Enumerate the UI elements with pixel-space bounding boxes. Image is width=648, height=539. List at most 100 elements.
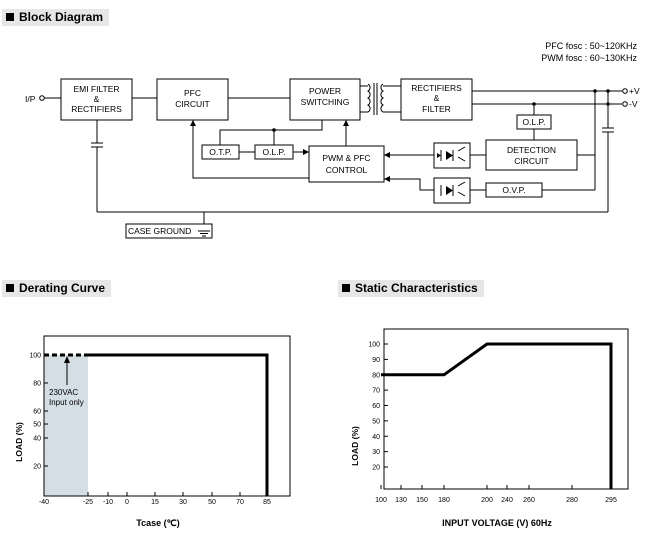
y-tick-label: 20 [372, 465, 380, 472]
x-tick-label: -10 [103, 499, 113, 506]
x-tick-label: -40 [39, 499, 49, 506]
wire-control-pfc [192, 120, 309, 179]
block-diagram: PFC fosc : 50~120KHz PWM fosc : 60~130KH… [25, 41, 640, 239]
pwm-pfc-label: PWM & PFC [322, 153, 370, 163]
output-positive-terminal [622, 88, 628, 94]
derating-y-axis-label: LOAD (%) [14, 422, 24, 462]
y-capacitor-icon [91, 120, 103, 212]
x-tick-label: 130 [395, 497, 407, 504]
header-square-icon [6, 284, 14, 292]
y-tick-label: 50 [33, 422, 41, 429]
output-negative-label: -V [629, 99, 638, 109]
pwm-frequency-note: PWM fosc : 60~130KHz [541, 53, 637, 63]
wire-power-otp [219, 120, 323, 145]
static-x-axis-label: INPUT VOLTAGE (V) 60Hz [442, 518, 552, 528]
emi-filter-amp: & [94, 94, 100, 104]
wire-opto2-control [384, 178, 434, 191]
arrow-icon [343, 120, 349, 126]
derating-shaded-region [44, 355, 88, 496]
x-tick-label: 150 [416, 497, 428, 504]
x-tick-label: 180 [438, 497, 450, 504]
optocoupler-ovp-icon [433, 177, 471, 204]
pwm-pfc-control-block [308, 145, 385, 183]
y-tick-label: 40 [33, 436, 41, 443]
arrow-icon [190, 120, 196, 126]
filter-label: FILTER [422, 104, 451, 114]
derating-annotation-line2: Input only [49, 398, 84, 407]
pfc-circuit-block [156, 78, 229, 121]
x-tick-label: 15 [151, 499, 159, 506]
x-tick-label: 295 [605, 497, 617, 504]
x-tick-label: 100 [375, 497, 387, 504]
ground-icon [198, 230, 210, 237]
y-tick-label: 90 [372, 357, 380, 364]
annotation-arrow-icon [64, 356, 70, 385]
power-label: POWER [309, 86, 341, 96]
case-ground-box [125, 223, 213, 239]
circuit-label: CIRCUIT [514, 156, 548, 166]
power-switching-block [289, 78, 361, 121]
block-diagram-header: Block Diagram [2, 9, 110, 26]
junction-dot [532, 102, 536, 106]
detection-label: DETECTION [507, 145, 556, 155]
y-tick-label: 100 [368, 342, 380, 349]
x-tick-label: 0 [125, 499, 129, 506]
arrow-icon [384, 152, 390, 158]
rectifiers-label: RECTIFIERS [411, 83, 462, 93]
derating-x-axis-label: Tcase (℃) [136, 518, 179, 528]
output-negative-terminal [622, 101, 628, 107]
optocoupler-icon [433, 142, 471, 169]
pfc-label: PFC [184, 88, 201, 98]
arrow-icon [384, 176, 390, 182]
output-capacitor-icon [602, 91, 614, 212]
y-tick-label: 30 [372, 449, 380, 456]
olp-right-label: O.L.P. [523, 117, 546, 127]
arrow-icon [303, 149, 309, 155]
derating-plot-frame [43, 335, 291, 497]
static-characteristics-title: Static Characteristics [355, 281, 478, 295]
derating-curve-header: Derating Curve [2, 280, 112, 297]
emi-filter-label: EMI FILTER [73, 84, 119, 94]
x-tick-label: 85 [263, 499, 271, 506]
otp-label: O.T.P. [209, 147, 232, 157]
pfc-frequency-note: PFC fosc : 50~120KHz [545, 41, 637, 51]
static-series [381, 342, 613, 489]
rectifiers-filter-block [400, 78, 473, 121]
static-y-axis-label: LOAD (%) [350, 426, 360, 466]
static-characteristics-header: Static Characteristics [338, 280, 484, 297]
rectifiers-amp: & [434, 93, 440, 103]
switching-label: SWITCHING [301, 97, 350, 107]
x-tick-label: 30 [179, 499, 187, 506]
derating-curve-title: Derating Curve [19, 281, 106, 295]
control-label: CONTROL [326, 165, 368, 175]
detection-circuit-block [485, 139, 578, 171]
block-diagram-title: Block Diagram [19, 10, 104, 24]
x-tick-label: 280 [566, 497, 578, 504]
x-tick-label: 260 [523, 497, 535, 504]
y-tick-label: 100 [29, 353, 41, 360]
x-tick-label: -25 [83, 499, 93, 506]
y-tick-label: 50 [372, 418, 380, 425]
x-tick-label: 200 [481, 497, 493, 504]
emi-filter-block [60, 78, 133, 121]
static-line [381, 342, 613, 489]
input-terminal [39, 95, 45, 101]
x-tick-label: 50 [208, 499, 216, 506]
pfc-circuit-label: CIRCUIT [175, 99, 209, 109]
transformer-icon [360, 83, 401, 115]
derating-line [88, 353, 269, 496]
y-tick-label: 40 [372, 434, 380, 441]
input-label: I/P [25, 94, 36, 104]
case-ground-label: CASE GROUND [128, 226, 191, 236]
olp-left-label: O.L.P. [263, 147, 286, 157]
emi-filter-rectifiers: RECTIFIERS [71, 104, 122, 114]
y-tick-label: 60 [33, 409, 41, 416]
ovp-label: O.V.P. [502, 185, 525, 195]
static-plot-frame [383, 328, 629, 490]
y-tick-label: 20 [33, 464, 41, 471]
x-tick-label: 70 [236, 499, 244, 506]
y-tick-label: 60 [372, 403, 380, 410]
